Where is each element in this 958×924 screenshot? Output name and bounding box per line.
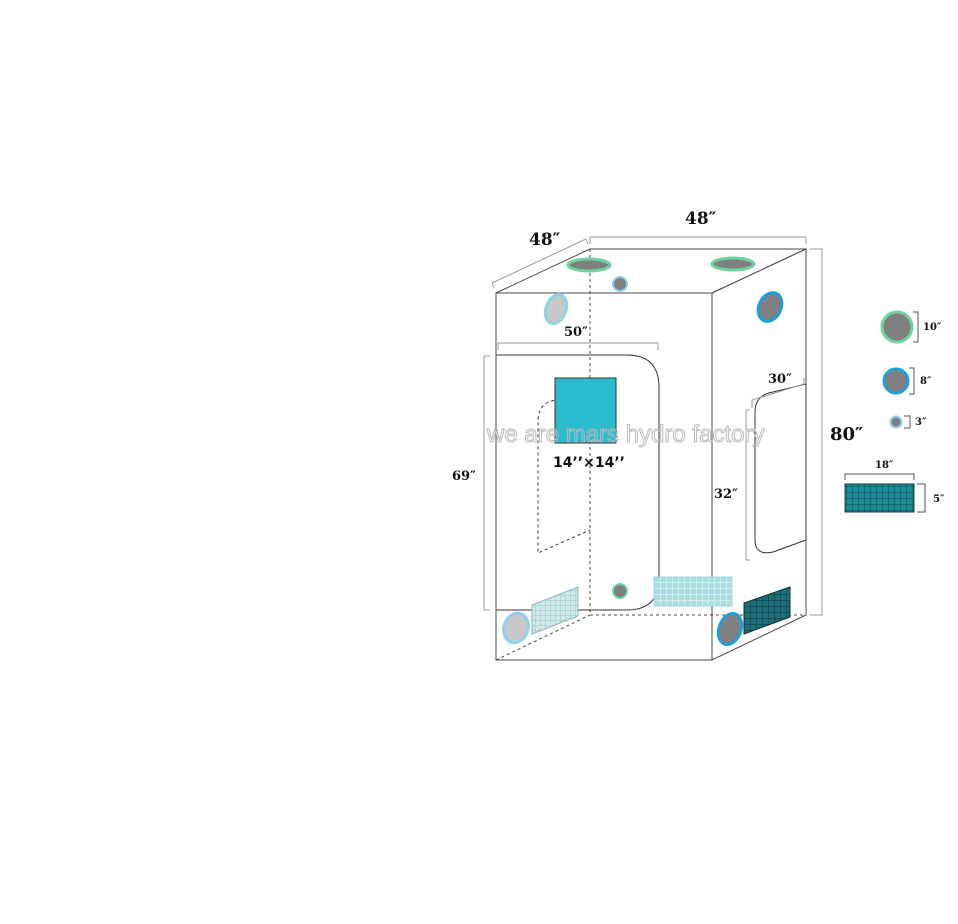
top-port-left-icon <box>566 257 612 273</box>
back-left-port-icon <box>543 292 569 326</box>
legend-vent-icon <box>844 483 915 513</box>
side-vent-icon <box>743 586 791 635</box>
front-bottom-port-icon <box>502 611 530 645</box>
tent-ports <box>502 256 784 646</box>
dimension-labels: 48″ 48″ 80″ 50″ 69″ 30″ 32″ 14’’×14’’ <box>452 209 863 502</box>
height-dim <box>810 248 823 616</box>
legend-vent-width-dim <box>844 473 915 480</box>
depth-dim <box>491 238 589 289</box>
side-window <box>754 383 807 554</box>
window-height-dim <box>745 409 750 561</box>
window-height-label: 32″ <box>714 487 738 502</box>
legend-vent-height-label: 5″ <box>933 494 945 505</box>
door-width-label: 50″ <box>564 325 588 340</box>
tool-bag-label: 14’’×14’’ <box>553 455 625 471</box>
size-legend: 10″ 8″ 3″ 18″ 5″ <box>844 310 945 513</box>
door-width-dim <box>497 342 659 350</box>
window-width-label: 30″ <box>768 372 792 387</box>
dimension-lines <box>483 236 823 616</box>
legend-port-3-bracket <box>904 415 911 429</box>
door-height-dim <box>483 355 490 611</box>
side-upper-port-icon <box>756 291 784 323</box>
legend-vent-height-dim <box>917 483 926 513</box>
tool-bag <box>554 377 617 444</box>
legend-port-8-icon <box>882 367 910 395</box>
width-dim <box>589 236 807 244</box>
legend-port-8-bracket <box>909 367 915 395</box>
legend-port-3-icon <box>889 415 903 429</box>
back-small-port-icon <box>612 276 628 292</box>
back-vent-icon <box>653 576 733 607</box>
depth-label: 48″ <box>529 230 561 250</box>
legend-port-8-label: 8″ <box>920 376 932 387</box>
watermark: we are mars hydro factory <box>486 421 764 448</box>
left-inner-vent-icon <box>531 586 579 635</box>
hidden-bottom-left <box>495 614 591 661</box>
legend-port-3-label: 3″ <box>915 417 927 428</box>
legend-port-10-icon <box>880 310 914 344</box>
height-label: 80″ <box>830 424 863 445</box>
right-face <box>711 248 807 661</box>
window-width-dim <box>751 378 805 408</box>
width-label: 48″ <box>685 209 717 229</box>
side-bottom-port-icon <box>716 612 744 646</box>
legend-vent-width-label: 18″ <box>875 460 894 471</box>
top-port-right-icon <box>710 256 756 272</box>
back-bottom-small-port-icon <box>612 583 628 599</box>
tent-vents <box>531 576 791 635</box>
door-height-label: 69″ <box>452 469 476 484</box>
legend-port-10-bracket <box>913 311 919 343</box>
legend-port-10-label: 10″ <box>923 322 942 333</box>
